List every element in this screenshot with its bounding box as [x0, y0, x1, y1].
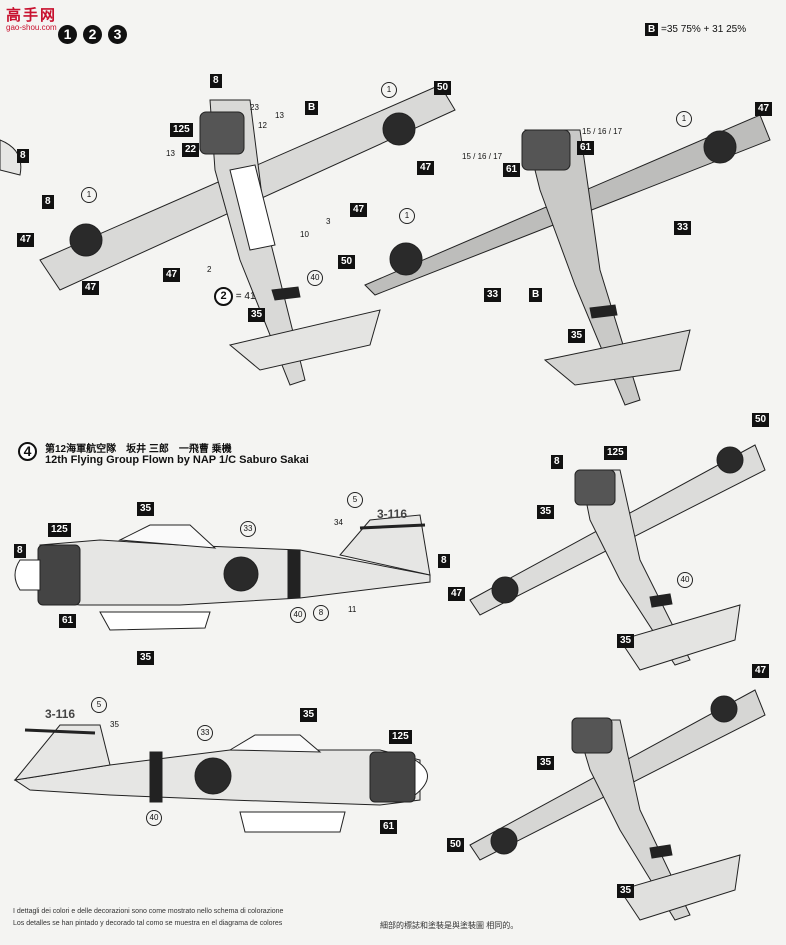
- footnote-chinese: 細部的標誌和塗裝是與塗裝圖 相同的。: [380, 921, 519, 930]
- callout-40-d: 40: [677, 572, 693, 588]
- callout-1-d: 1: [399, 208, 415, 224]
- callout-13-a: 13: [275, 111, 284, 120]
- callout-151617-a: 15 / 16 / 17: [582, 127, 623, 136]
- callout-47-e: 47: [417, 161, 435, 175]
- callout-34-a: 34: [334, 518, 343, 527]
- callout-33-b: 33: [484, 288, 502, 302]
- watermark-brand: 高手网: [6, 7, 58, 24]
- callout-50-c: 50: [752, 413, 770, 427]
- callout-47-b: 47: [82, 281, 100, 295]
- watermark-url: gao-shou.com: [6, 23, 57, 32]
- callout-47-d: 47: [350, 203, 368, 217]
- callout-1-c: 1: [676, 111, 692, 127]
- callout-23-a: 23: [250, 103, 259, 112]
- callout-5-b: 5: [91, 697, 107, 713]
- callout-61-d: 61: [380, 820, 398, 834]
- callout-50-b: 50: [338, 255, 356, 269]
- callout-1-b: 1: [81, 187, 97, 203]
- callout-33-d: 33: [197, 725, 213, 741]
- color-mix-badge: B: [645, 23, 659, 36]
- callout-47-h: 47: [752, 664, 770, 678]
- step-4-badge: 4: [18, 442, 37, 461]
- step-3-label: 3: [113, 26, 122, 42]
- step-4-title-jp: 第12海軍航空隊 坂井 三郎 一飛曹 乗機: [45, 444, 232, 455]
- step-1-badge: 1: [58, 25, 77, 44]
- color-mix-legend: B =35 75% + 31 25%: [645, 23, 747, 36]
- step-3-badge: 3: [108, 25, 127, 44]
- callout-8-d: 8: [14, 544, 26, 558]
- tail-code-a: 3-116: [377, 507, 408, 521]
- callout-50-d: 50: [447, 838, 465, 852]
- color-mix-formula: =35 75% + 31 25%: [661, 24, 747, 35]
- callout-11-a: 11: [348, 605, 357, 614]
- callout-50-a: 50: [434, 81, 452, 95]
- callout-40-a: 40: [307, 270, 323, 286]
- callout-35-b: 35: [568, 329, 586, 343]
- callout-8-a: 8: [210, 74, 222, 88]
- callout-35-d: 35: [137, 651, 155, 665]
- callout-35-a: 35: [248, 308, 266, 322]
- callout-35-h: 35: [617, 634, 635, 648]
- callout-47-g: 47: [448, 587, 466, 601]
- step-4-label: 4: [23, 443, 32, 459]
- footnote-italian: I dettagli dei colori e delle decorazion…: [13, 908, 284, 915]
- plane-top-view-1: [39, 84, 456, 386]
- plane-bottom-view-2: [364, 114, 771, 406]
- plane-bottom-view-6: [469, 689, 766, 921]
- callout-35-i: 35: [537, 756, 555, 770]
- callout-125-c: 125: [389, 730, 412, 744]
- callout-61-c: 61: [59, 614, 77, 628]
- callout-22-a: 22: [182, 143, 200, 157]
- callout-12-a: 12: [258, 121, 267, 130]
- step-2-label: 2: [88, 26, 97, 42]
- callout-33-c: 33: [240, 521, 256, 537]
- plane-side-view-4: [13, 724, 428, 833]
- tail-code-b: 3-116: [45, 707, 76, 721]
- callout-b-a: B: [305, 101, 319, 115]
- callout-b-b: B: [529, 288, 543, 302]
- callout-13-b: 13: [166, 149, 175, 158]
- callout-35-c: 35: [137, 502, 155, 516]
- callout-35-f: 35: [300, 708, 318, 722]
- callout-125-b: 125: [48, 523, 71, 537]
- callout-40-c: 40: [146, 810, 162, 826]
- callout-61-b: 61: [503, 163, 521, 177]
- callout-35-e: 35: [110, 720, 119, 729]
- callout-47-a: 47: [17, 233, 35, 247]
- plane-side-view-3: [14, 514, 431, 631]
- callout-1-a: 1: [381, 82, 397, 98]
- callout-8-e: 8: [438, 554, 450, 568]
- step-2-badge: 2: [83, 25, 102, 44]
- callout-8-f: 8: [313, 605, 329, 621]
- step-1-label: 1: [63, 26, 72, 42]
- footnote-spanish: Los detalles se han pintado y decorado t…: [13, 920, 283, 927]
- callout-3-a: 3: [326, 217, 331, 226]
- callout-5-a: 5: [347, 492, 363, 508]
- callout-33-a: 33: [674, 221, 692, 235]
- step2-note: 2 = 41: [214, 287, 256, 306]
- plane-top-view-5: [469, 444, 766, 671]
- step-4-title-en: 12th Flying Group Flown by NAP 1/C Sabur…: [45, 454, 309, 466]
- callout-151617-b: 15 / 16 / 17: [462, 152, 503, 161]
- callout-35-g: 35: [537, 505, 555, 519]
- step2-note-badge: 2: [214, 287, 233, 306]
- callout-35-j: 35: [617, 884, 635, 898]
- callout-125-a: 125: [170, 123, 193, 137]
- callout-47-c: 47: [163, 268, 181, 282]
- callout-8-b: 8: [42, 195, 54, 209]
- callout-125-d: 125: [604, 446, 627, 460]
- watermark-logo: 高手网 gao-shou.com: [6, 4, 57, 32]
- callout-10-a: 10: [300, 230, 309, 239]
- callout-40-b: 40: [290, 607, 306, 623]
- callout-47-f: 47: [755, 102, 773, 116]
- callout-61-a: 61: [577, 141, 595, 155]
- callout-8-g: 8: [551, 455, 563, 469]
- step2-note-text: = 41: [235, 291, 256, 302]
- callout-8-c: 8: [17, 149, 29, 163]
- callout-2-a: 2: [207, 265, 212, 274]
